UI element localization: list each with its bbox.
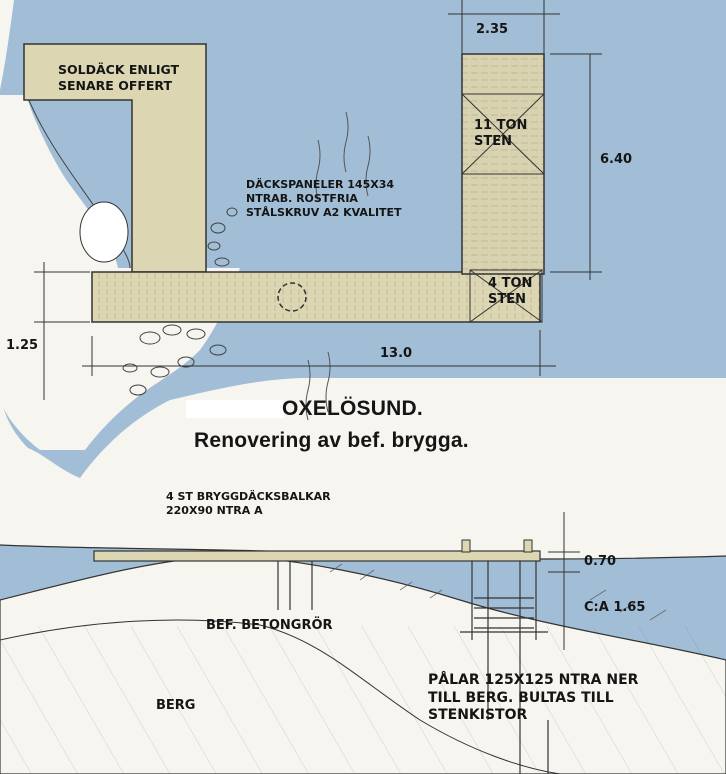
sundeck-label-line: SENARE OFFERT bbox=[58, 77, 173, 93]
piles-label: PÅLAR 125X125 NTRA NER TILL BERG. BULTAS… bbox=[428, 672, 638, 725]
dim-right-height: 6.40 bbox=[600, 152, 633, 167]
piles-label-line: TILL BERG. BULTAS TILL bbox=[428, 689, 614, 706]
main-deck bbox=[91, 271, 541, 323]
stone-4-line: 4 TON bbox=[488, 276, 533, 291]
redacted-block bbox=[186, 400, 284, 418]
stone-11-line: 11 TON bbox=[474, 118, 528, 133]
panels-label-line: NTRAB. ROSTFRIA bbox=[246, 191, 358, 205]
title-line-2: Renovering av bef. brygga. bbox=[194, 429, 469, 452]
right-pier bbox=[461, 53, 545, 275]
beams-label-line: 4 ST BRYGGDÄCKSBALKAR bbox=[166, 490, 331, 503]
title-line-1: OXELÖSUND. bbox=[282, 397, 423, 420]
sundeck-label: SOLDÄCK ENLIGT SENARE OFFERT bbox=[58, 62, 179, 93]
beams-label-line: 220X90 NTRA A bbox=[166, 503, 263, 517]
stone-11-line: STEN bbox=[474, 134, 512, 150]
panels-label-line: DÄCKSPANELER 145X34 bbox=[246, 178, 395, 191]
water-section bbox=[0, 545, 726, 660]
dim-deck-height: 0.70 bbox=[584, 554, 617, 569]
sundeck-label-line: SOLDÄCK ENLIGT bbox=[58, 62, 180, 77]
dim-top-width: 2.35 bbox=[476, 22, 509, 37]
dim-bottom-length: 13.0 bbox=[380, 346, 413, 361]
stone-11-label: 11 TON STEN bbox=[474, 118, 527, 151]
beams-label: 4 ST BRYGGDÄCKSBALKAR 220X90 NTRA A bbox=[166, 490, 331, 518]
panels-label: DÄCKSPANELER 145X34 NTRAB. ROSTFRIA STÅL… bbox=[246, 178, 402, 219]
piles-label-line: STENKISTOR bbox=[428, 707, 528, 723]
section-deck bbox=[93, 550, 541, 562]
stone-4-line: STEN bbox=[488, 292, 526, 308]
piles-label-line: PÅLAR 125X125 NTRA NER bbox=[428, 672, 639, 688]
concrete-pipes-label: BEF. BETONGRÖR bbox=[206, 618, 333, 633]
panels-label-line: STÅLSKRUV A2 KVALITET bbox=[246, 205, 402, 219]
deck-hatch-circle bbox=[277, 282, 307, 312]
dim-depth: C:A 1.65 bbox=[584, 600, 646, 615]
water-top-right bbox=[560, 0, 726, 378]
dim-left-height: 1.25 bbox=[6, 338, 39, 353]
stone-4-label: 4 TON STEN bbox=[488, 276, 532, 309]
rock-label: BERG bbox=[156, 698, 196, 713]
